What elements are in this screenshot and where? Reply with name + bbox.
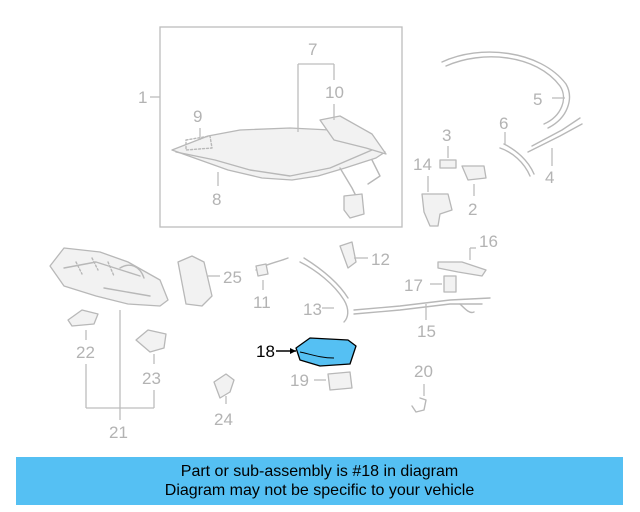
callout-4: 4 [545, 168, 554, 187]
part-2-hinge: 2 [461, 165, 487, 219]
callout-7: 7 [308, 40, 317, 59]
part-1-bracket [343, 193, 365, 219]
part-3-bolt: 3 [439, 126, 457, 169]
callout-17: 17 [404, 276, 423, 295]
part-23-bracket: 23 [135, 329, 167, 388]
callout-6: 6 [499, 114, 508, 133]
part-4-trim: 4 [527, 117, 583, 187]
part-25-cover: 25 [177, 255, 242, 307]
callout-18: 18 [256, 342, 275, 361]
part-12-bracket: 12 [339, 241, 390, 269]
assembly-group-1: 1 7 10 9 8 [138, 26, 403, 228]
part-22-clip: 22 [67, 309, 99, 362]
part-14-latch: 14 [413, 155, 453, 227]
part-19-bracket: 19 [290, 371, 353, 391]
callout-3: 3 [442, 126, 451, 145]
callout-24: 24 [214, 410, 233, 429]
callout-14: 14 [413, 155, 432, 174]
callout-22: 22 [76, 343, 95, 362]
callout-21: 21 [109, 423, 128, 442]
callout-19: 19 [290, 371, 309, 390]
callout-12: 12 [371, 250, 390, 269]
callout-15: 15 [417, 322, 436, 341]
callout-21-group: 21 [85, 310, 155, 442]
part-16-trim: 16 [437, 232, 498, 277]
callout-2: 2 [468, 200, 477, 219]
callout-16: 16 [479, 232, 498, 251]
part-13-rail: 13 [299, 257, 349, 323]
info-banner: Part or sub-assembly is #18 in diagram D… [16, 457, 623, 505]
callout-9: 9 [193, 107, 202, 126]
callout-11: 11 [253, 293, 271, 312]
part-10-rear-window [319, 115, 387, 155]
part-24-latch: 24 [213, 373, 235, 429]
callout-1: 1 [138, 88, 147, 107]
callout-25: 25 [223, 268, 242, 287]
part-15-rail: 15 [353, 297, 491, 341]
callout-20: 20 [414, 362, 433, 381]
part-11-cable: 11 [253, 257, 289, 312]
part-21-wind-deflector [49, 247, 169, 307]
callout-5: 5 [533, 90, 542, 109]
assembly-box [159, 26, 403, 228]
part-9-mesh [185, 135, 213, 151]
banner-line-2: Diagram may not be specific to your vehi… [164, 482, 475, 499]
part-5-weatherstrip: 5 [441, 51, 571, 129]
part-20-hook: 20 [411, 362, 433, 413]
part-18-shape[interactable] [295, 337, 357, 367]
callout-10: 10 [325, 83, 344, 102]
callout-23: 23 [142, 369, 161, 388]
callout-8: 8 [212, 190, 221, 209]
part-6-seal: 6 [499, 114, 535, 177]
parts-diagram: 1 7 10 9 8 5 4 6 [49, 26, 583, 442]
callout-13: 13 [303, 300, 322, 319]
part-18-highlighted[interactable]: 18 [256, 337, 357, 367]
banner-line-1: Part or sub-assembly is #18 in diagram [180, 463, 459, 480]
part-17-clip: 17 [404, 275, 457, 295]
